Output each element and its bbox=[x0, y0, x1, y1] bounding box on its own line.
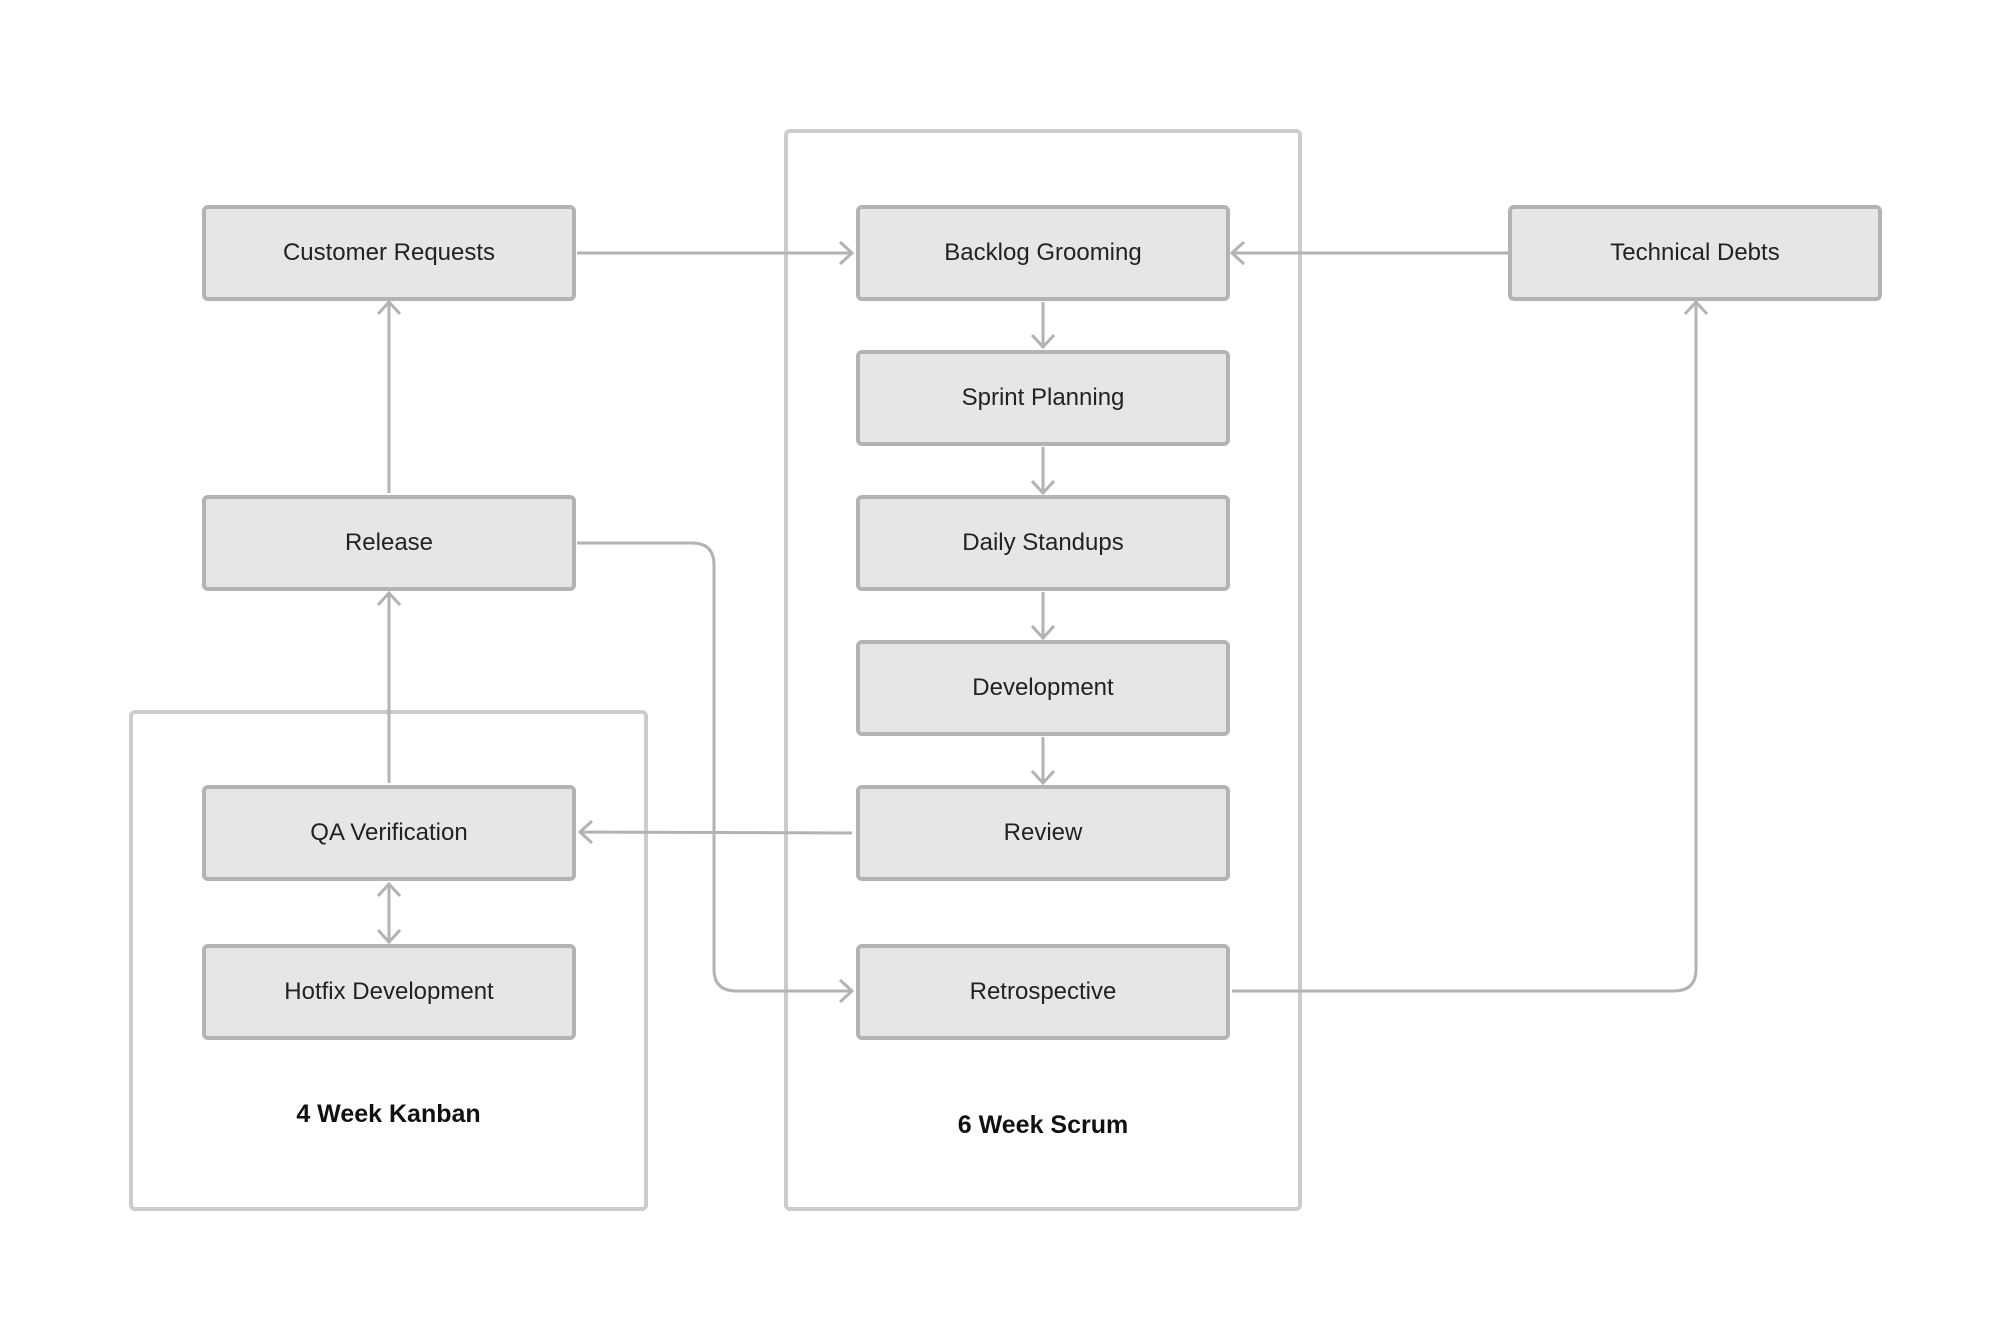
node-hotfix-development[interactable]: Hotfix Development bbox=[202, 944, 576, 1040]
node-customer-requests[interactable]: Customer Requests bbox=[202, 205, 576, 301]
node-retrospective[interactable]: Retrospective bbox=[856, 944, 1230, 1040]
group-label-scrum: 6 Week Scrum bbox=[957, 1111, 1129, 1139]
edge-retrospective-to-technical-debts bbox=[1232, 299, 1709, 993]
edge-qa-verification-hotfix-development bbox=[376, 881, 402, 945]
edge-release-to-retrospective bbox=[577, 541, 855, 1004]
edge-development-to-review bbox=[1030, 737, 1056, 786]
edge-sprint-planning-to-daily-standups bbox=[1030, 447, 1056, 496]
node-qa-verification[interactable]: QA Verification bbox=[202, 785, 576, 881]
group-label-kanban: 4 Week Kanban bbox=[296, 1100, 481, 1128]
edge-qa-verification-to-release bbox=[376, 590, 402, 783]
edge-backlog-grooming-to-sprint-planning bbox=[1030, 302, 1056, 350]
group-6-week-scrum: 6 Week Scrum bbox=[784, 129, 1302, 1211]
node-release[interactable]: Release bbox=[202, 495, 576, 591]
node-review[interactable]: Review bbox=[856, 785, 1230, 881]
node-technical-debts[interactable]: Technical Debts bbox=[1508, 205, 1882, 301]
edge-customer-requests-to-backlog-grooming bbox=[577, 240, 855, 266]
edge-technical-debts-to-backlog-grooming bbox=[1229, 240, 1510, 266]
node-development[interactable]: Development bbox=[856, 640, 1230, 736]
node-daily-standups[interactable]: Daily Standups bbox=[856, 495, 1230, 591]
edge-release-to-customer-requests bbox=[376, 299, 402, 493]
node-backlog-grooming[interactable]: Backlog Grooming bbox=[856, 205, 1230, 301]
node-sprint-planning[interactable]: Sprint Planning bbox=[856, 350, 1230, 446]
edge-review-to-qa-verification bbox=[577, 819, 853, 845]
edge-daily-standups-to-development bbox=[1030, 592, 1056, 641]
